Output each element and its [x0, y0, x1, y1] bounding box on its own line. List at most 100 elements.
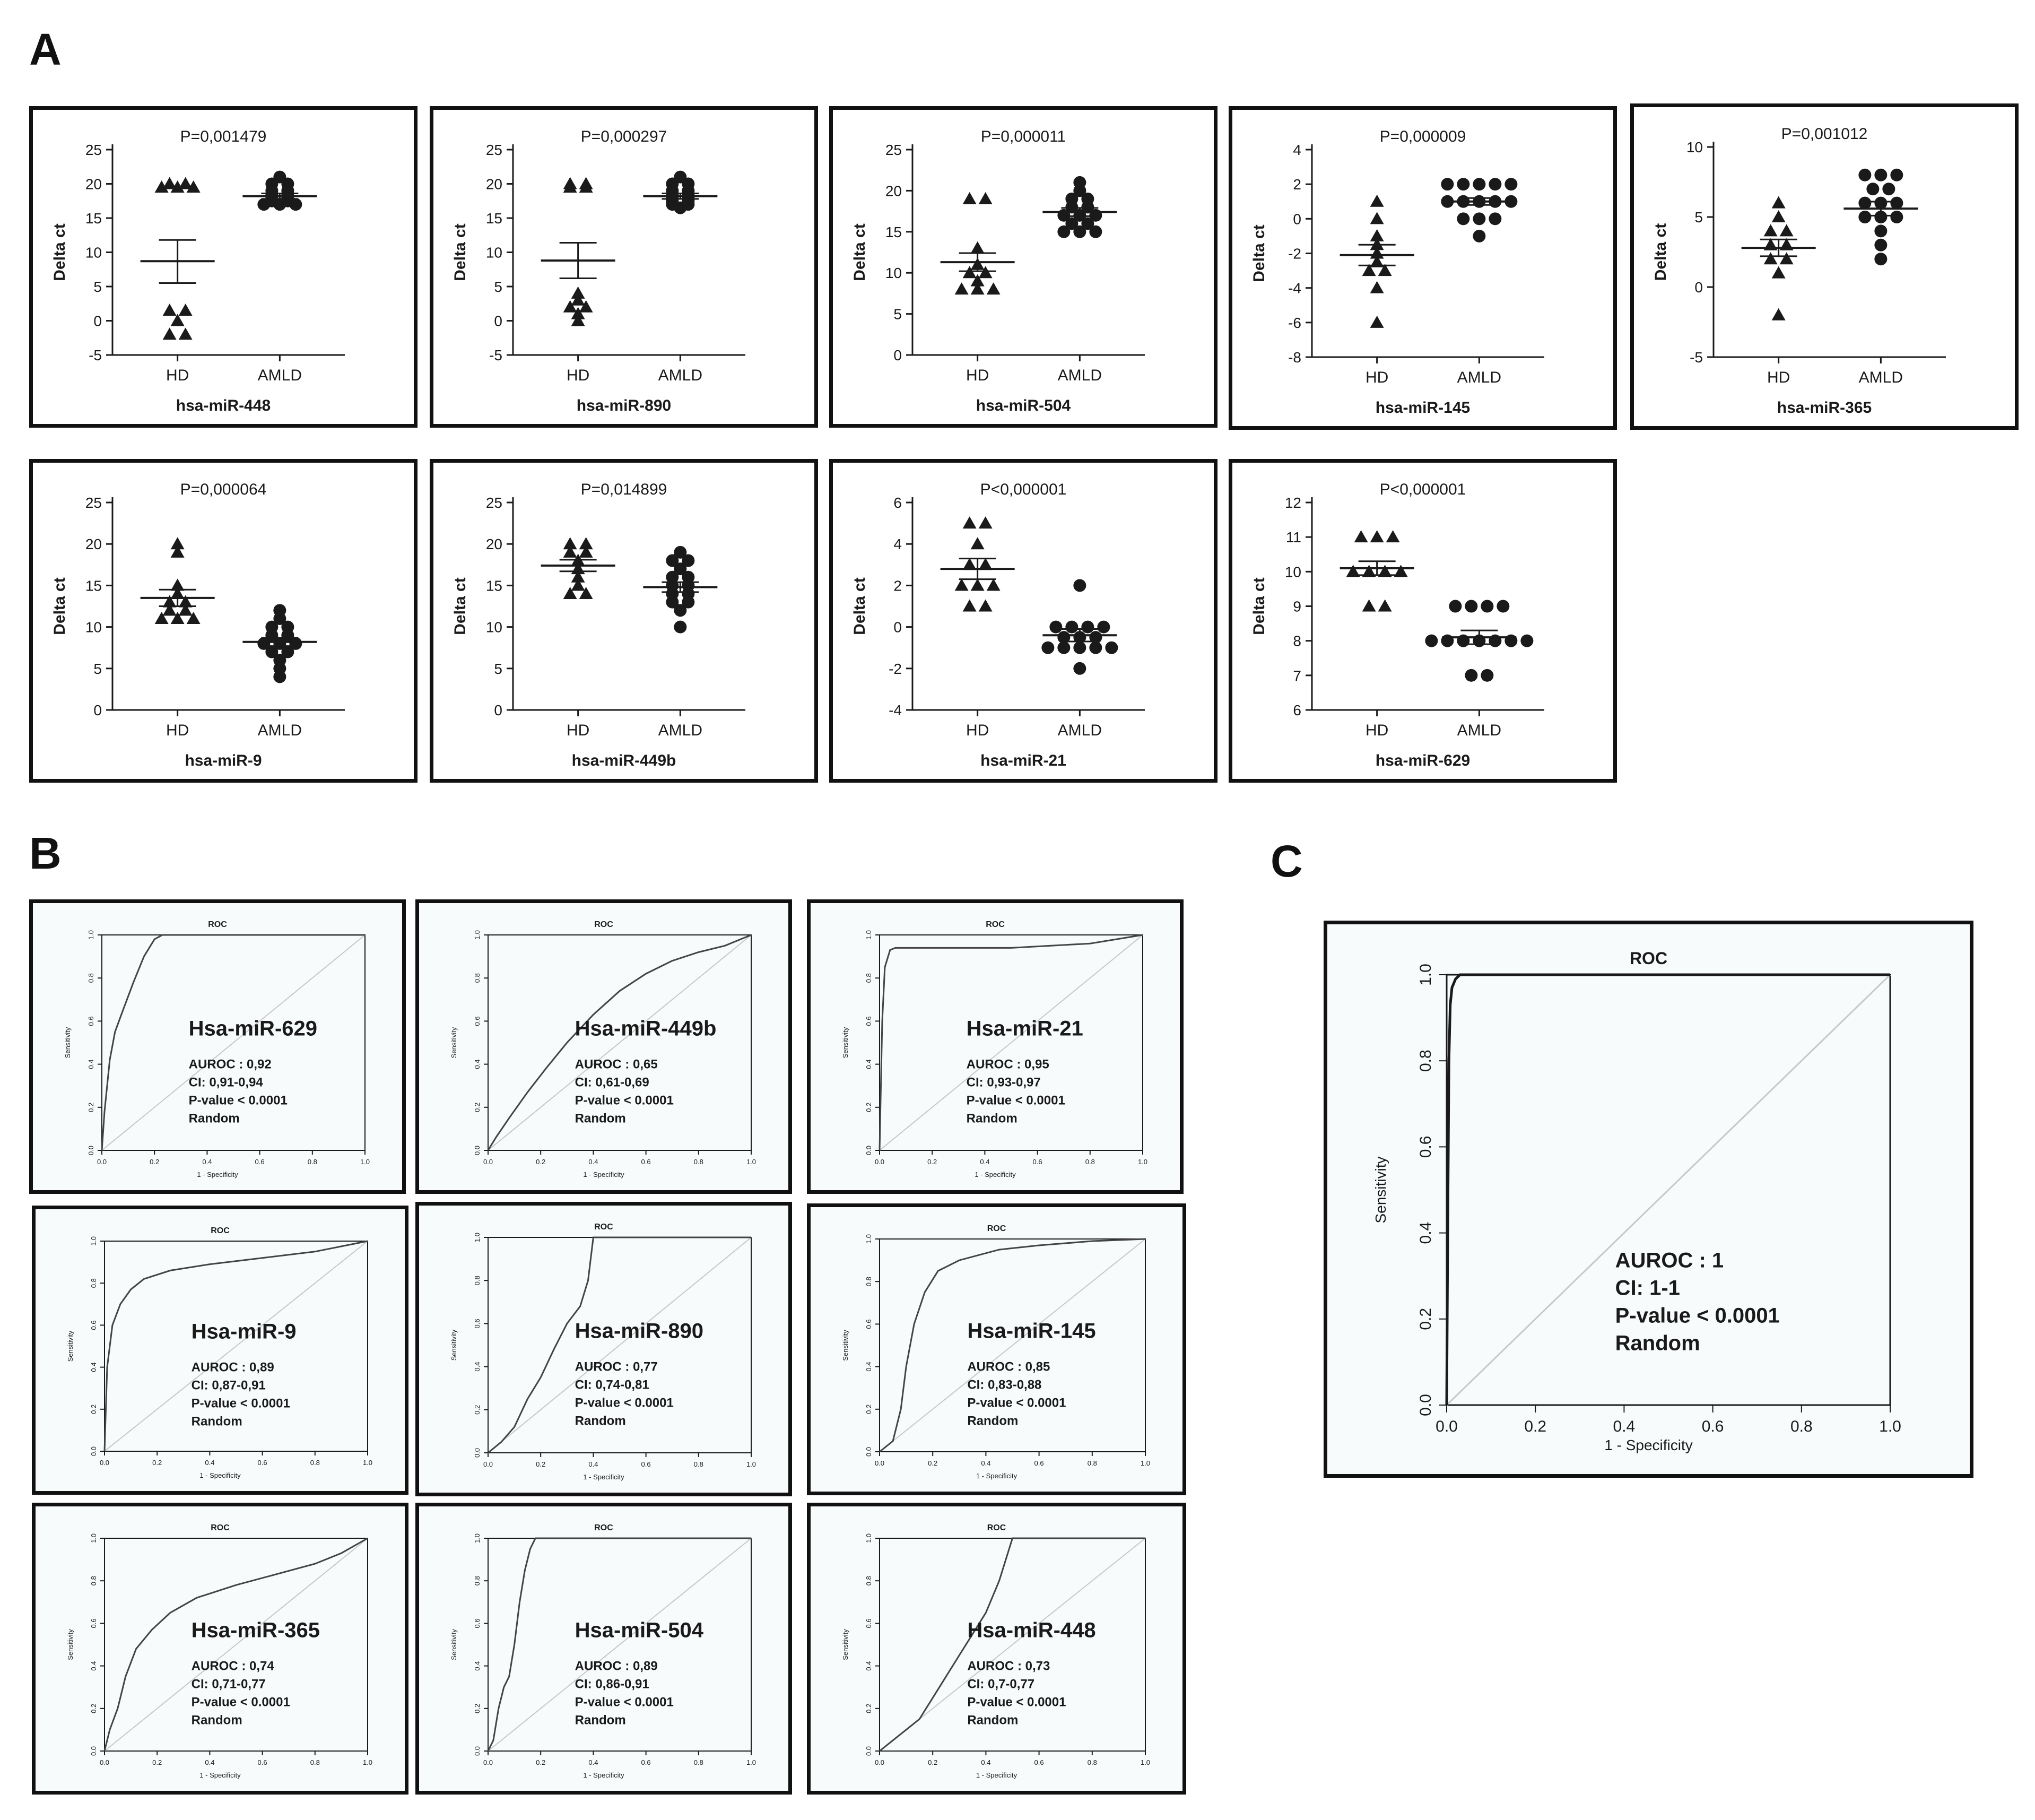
data-point-hd — [579, 545, 593, 558]
roc-title: ROC — [594, 1223, 613, 1232]
x-axis-label: 1 - Specificity — [199, 1471, 241, 1479]
y-tick-label: 0.6 — [865, 1016, 873, 1026]
random-label: Random — [967, 1414, 1018, 1428]
y-tick-label: 0.4 — [90, 1661, 98, 1671]
roc-curve — [103, 1240, 368, 1452]
p-value-label: P-value < 0.0001 — [967, 1695, 1066, 1710]
data-point-hd — [1763, 224, 1778, 237]
data-point-amld — [273, 198, 286, 211]
x-axis-label: hsa-miR-449b — [572, 752, 676, 769]
ci-label: CI: 0,86-0,91 — [575, 1677, 649, 1692]
y-tick-label: 0.8 — [87, 973, 95, 983]
p-value-label: P-value < 0.0001 — [575, 1396, 674, 1410]
y-tick-label: -2 — [1288, 246, 1301, 262]
y-tick-label: 0.4 — [87, 1060, 95, 1069]
data-point-hd — [954, 282, 969, 295]
random-diagonal — [1446, 974, 1891, 1406]
data-point-amld — [1081, 620, 1094, 634]
random-label: Random — [1615, 1331, 1700, 1355]
p-value-label: P-value < 0.0001 — [575, 1695, 674, 1710]
chart-svg: ROC0.00.00.20.20.40.40.60.60.80.81.01.01… — [66, 1226, 372, 1479]
data-point-amld — [1497, 600, 1510, 613]
y-tick-label: 10 — [1285, 564, 1301, 580]
y-tick-label: 1.0 — [473, 1533, 481, 1543]
data-point-hd — [986, 282, 1001, 295]
y-axis-label: Delta ct — [51, 577, 68, 635]
x-tick-label: HD — [166, 367, 189, 384]
x-axis-label: 1 - Specificity — [976, 1771, 1018, 1779]
y-tick-label: 0 — [494, 313, 502, 330]
panel-label-b: B — [29, 828, 62, 878]
x-tick-label: 0.6 — [258, 1459, 267, 1467]
data-point-hd — [170, 180, 185, 193]
data-point-hd — [186, 611, 201, 624]
data-point-amld — [1089, 631, 1102, 644]
y-tick-label: 10 — [85, 619, 102, 636]
data-point-hd — [1779, 238, 1794, 250]
data-point-amld — [1504, 634, 1518, 647]
y-tick-label: 2 — [893, 577, 902, 594]
data-point-hd — [1370, 212, 1384, 224]
x-tick-label: 0.2 — [152, 1459, 162, 1467]
auroc-label: AUROC : 0,89 — [575, 1659, 658, 1674]
data-point-hd — [170, 545, 185, 558]
data-point-amld — [674, 620, 687, 634]
auroc-label: AUROC : 0,85 — [967, 1360, 1050, 1374]
data-point-hd — [178, 177, 193, 189]
x-axis-label: 1 - Specificity — [975, 1171, 1016, 1178]
y-tick-label: -8 — [1288, 349, 1301, 366]
data-point-hd — [571, 314, 585, 326]
y-tick-label: -2 — [889, 661, 902, 677]
data-point-hd — [970, 578, 985, 591]
x-tick-label: AMLD — [258, 367, 302, 384]
y-tick-label: 0.4 — [1417, 1222, 1434, 1244]
data-point-amld — [257, 198, 271, 211]
data-point-hd — [1386, 530, 1400, 543]
data-point-hd — [1763, 238, 1778, 250]
data-point-hd — [170, 314, 185, 326]
data-point-amld — [1489, 178, 1502, 191]
data-point-amld — [273, 670, 286, 683]
data-point-amld — [1081, 201, 1094, 214]
y-tick-label: 0.0 — [865, 1746, 873, 1756]
data-point-amld — [674, 545, 687, 559]
y-tick-label: 0.8 — [473, 1576, 481, 1585]
plot-frame — [104, 1538, 368, 1752]
data-point-hd — [178, 327, 193, 340]
x-tick-label: HD — [166, 722, 189, 739]
data-point-hd — [978, 192, 993, 204]
roc-curve — [487, 1537, 751, 1752]
data-point-amld — [1073, 631, 1086, 644]
p-value-label: P=0,000064 — [180, 481, 267, 498]
y-tick-label: 0.8 — [90, 1576, 98, 1585]
x-tick-label: 0.8 — [1088, 1459, 1097, 1467]
y-tick-label: 0.6 — [865, 1319, 873, 1329]
data-point-hd — [563, 545, 577, 558]
y-tick-label: 5 — [93, 661, 102, 677]
mirna-label: Hsa-miR-629 — [189, 1017, 317, 1041]
data-point-amld — [1481, 669, 1494, 682]
data-point-amld — [1073, 662, 1086, 675]
mirna-label: Hsa-miR-365 — [192, 1619, 320, 1642]
random-diagonal — [104, 1241, 368, 1452]
y-tick-label: 0.6 — [473, 1016, 481, 1026]
data-point-amld — [1874, 253, 1888, 266]
data-point-amld — [1081, 217, 1094, 230]
x-tick-label: AMLD — [1058, 722, 1102, 739]
y-tick-label: 5 — [494, 661, 502, 677]
data-point-amld — [1441, 178, 1454, 191]
random-diagonal — [104, 1538, 368, 1752]
roc-title: ROC — [594, 920, 613, 929]
ci-label: CI: 0,71-0,77 — [192, 1677, 266, 1692]
y-tick-label: 0.2 — [865, 1405, 873, 1414]
y-axis-label: Delta ct — [851, 223, 868, 281]
data-point-hd — [970, 241, 985, 254]
auroc-label: AUROC : 0,95 — [967, 1058, 1049, 1072]
y-axis-label: Sensitivity — [450, 1027, 458, 1058]
y-tick-label: 10 — [1686, 139, 1703, 155]
roc-curve — [1445, 973, 1890, 1406]
data-point-amld — [1874, 224, 1888, 238]
